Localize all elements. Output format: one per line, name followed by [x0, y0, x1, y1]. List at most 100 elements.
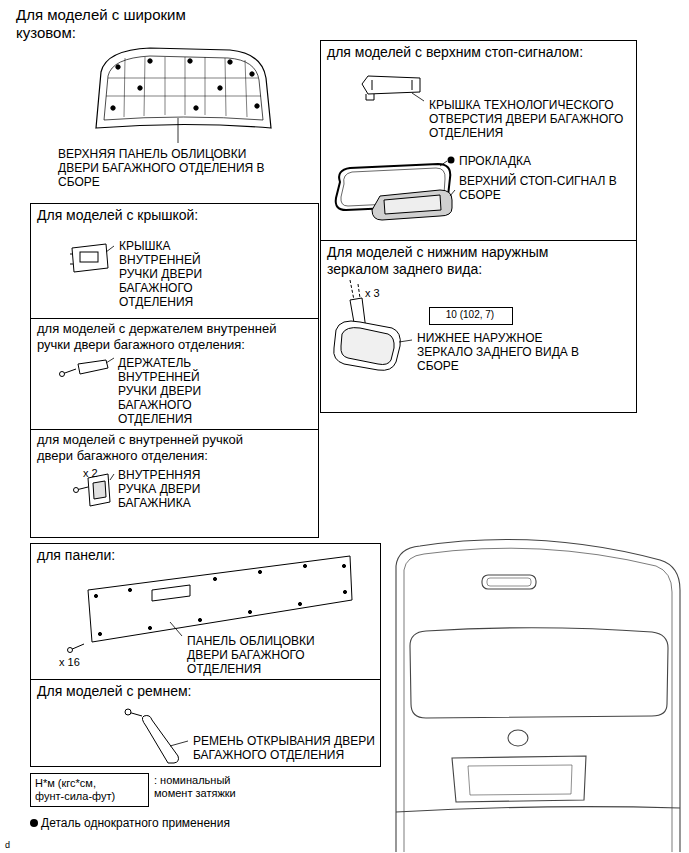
inside-handle-cover	[80, 252, 98, 262]
upper-trim-panel	[188, 59, 192, 63]
door-trim-board	[298, 602, 301, 605]
leader-line	[178, 118, 179, 143]
torque-legend-box: Н*м (кгс*см, фунт-сила-фут)	[30, 773, 149, 807]
option-box: для моделей с держателем внутренней ручк…	[30, 318, 319, 430]
lower-mirror	[341, 328, 394, 365]
box-heading: для панели:	[37, 547, 237, 564]
upper-trim-panel	[96, 48, 271, 128]
back-door	[482, 575, 536, 589]
back-door	[396, 807, 680, 812]
figure-code: d	[5, 840, 25, 850]
lower-mirror	[358, 284, 360, 298]
door-trim-board	[342, 564, 345, 567]
leader-line	[170, 622, 182, 636]
upper-trim-panel	[148, 59, 152, 63]
door-trim-board	[88, 556, 352, 642]
door-trim-board	[98, 632, 101, 635]
option-box: Для моделей с крышкой: КРЫШКА ВНУТРЕННЕЙ …	[30, 203, 319, 319]
upper-trim-panel	[96, 48, 271, 128]
part-name: ВЕРХНИЙ СТОП-СИГНАЛ В СБОРЕ	[459, 174, 631, 202]
box-heading: для моделей с держателем внутренней ручк…	[37, 321, 292, 353]
part-name: ПАНЕЛЬ ОБЛИЦОВКИ ДВЕРИ БАГАЖНОГО ОТДЕЛЕН…	[187, 634, 327, 676]
single-use-dot	[448, 157, 455, 164]
upper-trim-panel	[245, 60, 247, 117]
upper-trim-panel	[138, 86, 142, 90]
back-door	[468, 765, 572, 795]
door-trim-board	[248, 610, 251, 613]
upper-trim-panel	[144, 57, 145, 116]
box-heading: для моделей с внутренней ручкой двери ба…	[37, 432, 265, 464]
inside-handle	[93, 481, 106, 499]
leader-line	[110, 474, 114, 480]
upper-trim-panel	[255, 104, 259, 108]
leader-line	[106, 246, 114, 252]
back-door	[396, 540, 680, 852]
inside-handle-cover	[72, 244, 108, 272]
part-name: ВЕРХНЯЯ ПАНЕЛЬ ОБЛИЦОВКИ ДВЕРИ БАГАЖНОГО…	[58, 147, 273, 189]
option-box: для моделей с внутренней ручкой двери ба…	[30, 429, 319, 538]
door-trim-board	[68, 648, 73, 653]
back-door	[396, 540, 680, 852]
quantity-label: x 2	[83, 467, 113, 480]
inside-handle	[74, 488, 79, 493]
upper-trim-panel	[185, 57, 186, 115]
part-name: РЕМЕНЬ ОТКРЫВАНИЯ ДВЕРИ БАГАЖНОГО ОТДЕЛЕ…	[193, 734, 378, 762]
lower-mirror	[334, 280, 401, 370]
back-door	[487, 578, 531, 586]
option-box: Для моделей с нижним наружным зеркалом з…	[320, 240, 637, 413]
upper-trim-panel	[205, 57, 206, 115]
option-box: для панели: x 16 ПАНЕЛЬ ОБЛИЦОВКИ ДВЕРИ БА…	[30, 543, 381, 680]
legend-text: Деталь однократного применения	[41, 816, 301, 830]
upper-trim-panel	[116, 65, 120, 69]
box-heading: Для моделей с крышкой:	[37, 207, 307, 224]
upper-trim-panel	[124, 58, 125, 117]
page-heading: Для моделей с широким кузовом:	[16, 6, 221, 42]
leader-line	[412, 93, 424, 101]
upper-trim-panel	[228, 60, 232, 64]
quantity-label: x 3	[365, 287, 395, 300]
door-trim-board	[128, 588, 131, 591]
door-trim-board	[198, 618, 201, 621]
inside-handle-cover	[70, 244, 108, 272]
part-name: ДЕРЖАТЕЛЬ ВНУТРЕННЕЙ РУЧКИ ДВЕРИ БАГАЖНО…	[118, 356, 218, 426]
quantity-label: x 16	[59, 656, 93, 669]
leader-line	[440, 161, 447, 166]
service-hole-cover	[362, 76, 420, 94]
torque-box: 10 (102, 7)	[429, 307, 513, 325]
back-door	[452, 756, 586, 802]
part-name: ПРОКЛАДКА	[459, 154, 579, 168]
back-door	[508, 730, 528, 746]
door-trim-board	[94, 594, 97, 597]
single-use-dot	[30, 819, 38, 827]
inside-handle-holder	[60, 372, 65, 377]
high-mount-stop-lamp	[384, 195, 441, 214]
leader-line	[106, 358, 114, 363]
high-mount-stop-lamp	[372, 190, 452, 220]
door-strap	[125, 709, 131, 715]
leader-line	[170, 741, 188, 746]
box-heading: для моделей с верхним стоп-сигналом:	[327, 44, 627, 61]
torque-value: 10 (102, 7)	[430, 309, 510, 321]
inside-handle-cover	[70, 254, 73, 264]
option-box: Для моделей с ремнем:РЕМЕНЬ ОТКРЫВАНИЯ Д…	[30, 679, 381, 767]
upper-trim-panel	[106, 96, 261, 97]
upper-trim-panel	[194, 106, 198, 110]
door-trim-board	[343, 590, 346, 593]
legend-text: : номинальный момент затяжки	[154, 774, 252, 800]
upper-trim-panel	[225, 58, 226, 116]
upper-trim-panel	[108, 78, 258, 79]
door-trim-board	[152, 585, 190, 601]
leader-line	[450, 190, 455, 196]
door-strap	[142, 716, 178, 764]
upper-trim-panel	[250, 72, 254, 76]
part-name: ВНУТРЕННЯЯ РУЧКА ДВЕРИ БАГАЖНИКА	[118, 468, 218, 510]
part-name: НИЖНЕЕ НАРУЖНОЕ ЗЕРКАЛО ЗАДНЕГО ВИДА В С…	[417, 331, 587, 373]
unit-text: Н*м (кгс*см, фунт-сила-фут)	[35, 777, 127, 803]
leader-line	[399, 340, 412, 342]
service-hole-cover	[372, 80, 412, 90]
part-name: КРЫШКА ВНУТРЕННЕЙ РУЧКИ ДВЕРИ БАГАЖНОГО …	[119, 239, 219, 309]
inside-handle-holder	[78, 360, 108, 374]
upper-trim-panel	[218, 86, 222, 90]
high-mount-stop-lamp	[372, 190, 452, 220]
